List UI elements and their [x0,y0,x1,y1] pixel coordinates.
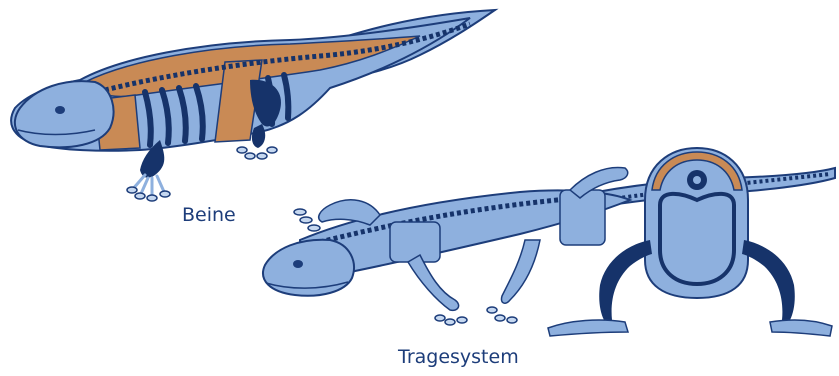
label-tragesystem: Tragesystem [398,346,519,368]
label-beine: Beine [182,204,236,226]
tetrapod-with-leg-muscles [11,10,495,201]
